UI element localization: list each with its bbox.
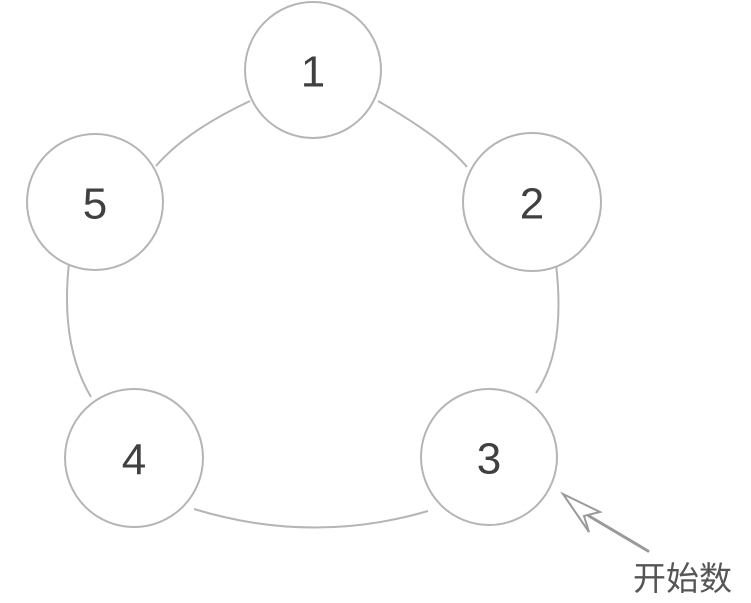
ring-edges [66, 100, 560, 529]
start-pointer-arrow-head [560, 491, 603, 533]
edge-node1-node2 [377, 100, 468, 168]
node-1[interactable]: 1 [244, 1, 382, 139]
edge-node5-node1 [155, 100, 251, 167]
node-5-circle[interactable] [26, 133, 164, 271]
node-1-circle[interactable] [244, 1, 382, 139]
node-2-label: 2 [520, 180, 544, 229]
edge-node3-node4 [193, 508, 429, 529]
node-2-circle[interactable] [462, 132, 602, 272]
node-3-label: 3 [477, 435, 501, 484]
start-pointer-annotation: 开始数 [560, 491, 732, 598]
edge-node4-node5 [66, 262, 92, 398]
node-5[interactable]: 5 [26, 133, 164, 271]
node-4-label: 4 [122, 436, 146, 485]
node-5-label: 5 [83, 180, 107, 229]
node-1-label: 1 [301, 48, 325, 97]
node-2[interactable]: 2 [462, 132, 602, 272]
edge-node2-node3 [535, 263, 560, 394]
start-pointer-label: 开始数 [633, 559, 732, 598]
node-4[interactable]: 4 [64, 388, 204, 528]
node-4-circle[interactable] [64, 388, 204, 528]
start-pointer-arrow-shaft [587, 514, 650, 553]
node-3-circle[interactable] [420, 388, 558, 526]
node-3[interactable]: 3 [420, 388, 558, 526]
